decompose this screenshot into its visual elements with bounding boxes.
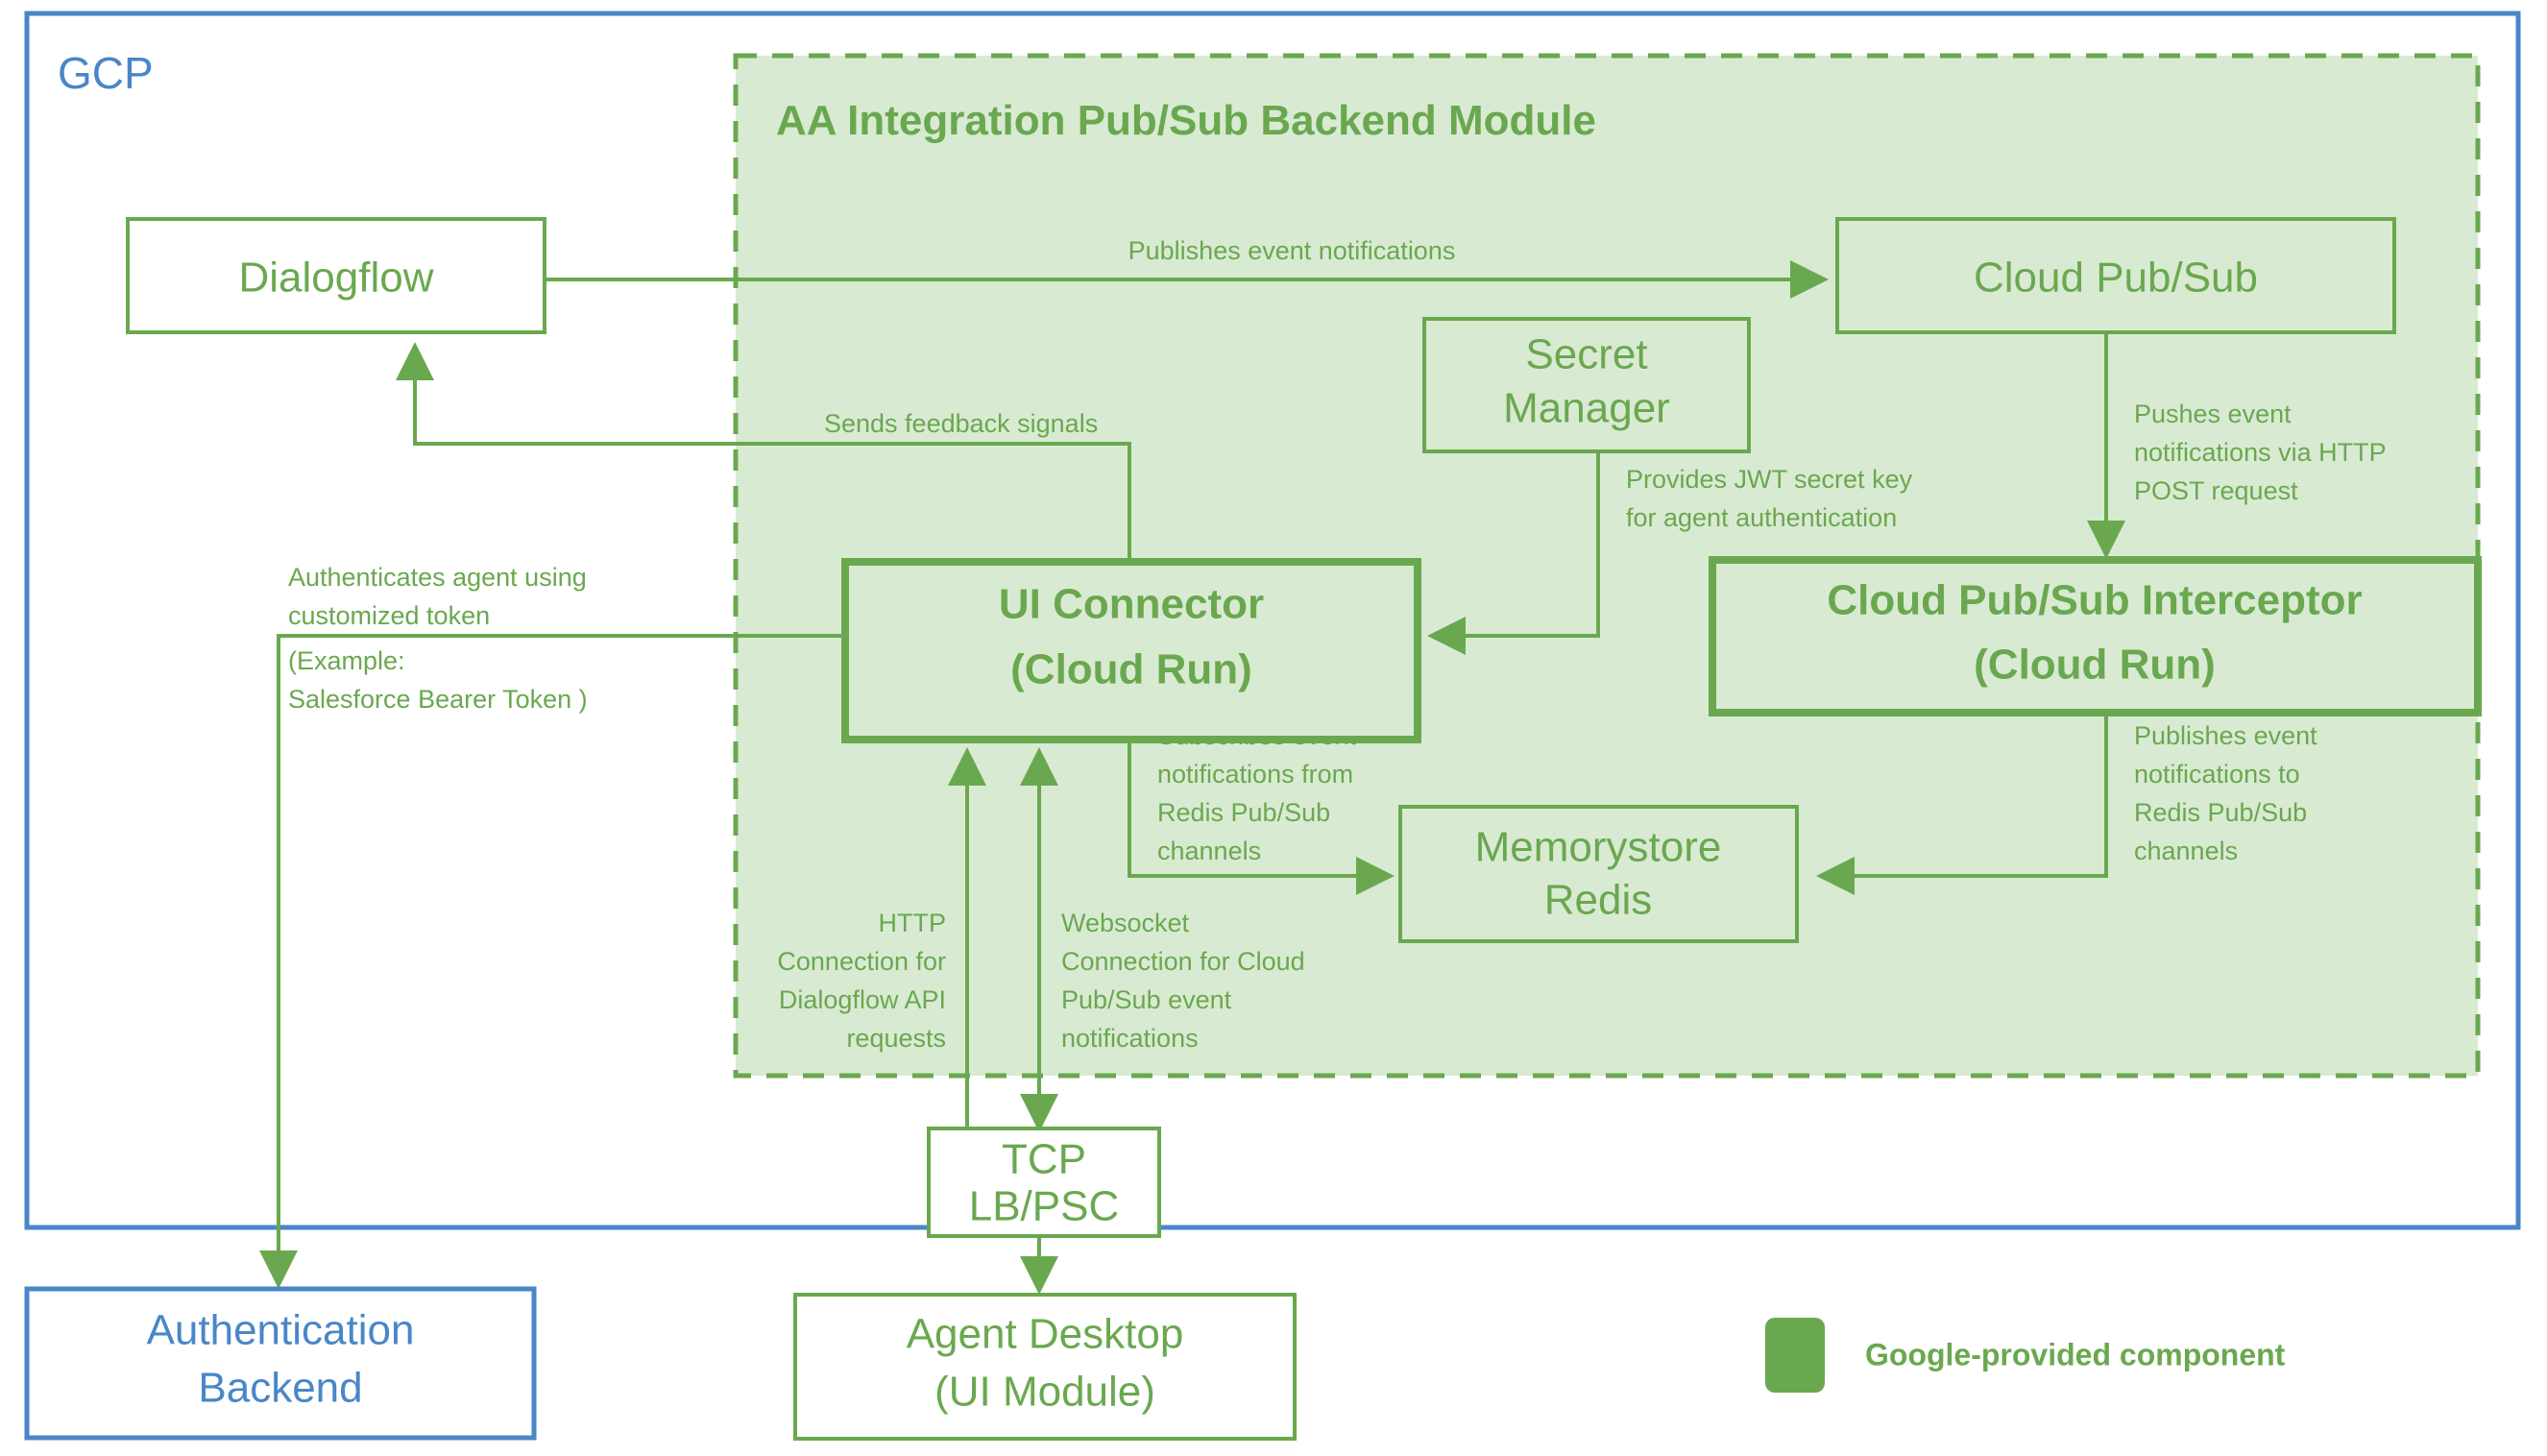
- gcp-label: GCP: [58, 48, 154, 98]
- edge-label-publishes-event-notifications: Publishes event notifications: [1128, 236, 1456, 265]
- edge-label-pushes-event-1: Pushes event: [2134, 400, 2292, 428]
- node-cloud-pubsub[interactable]: Cloud Pub/Sub: [1835, 217, 2396, 334]
- edge-label-pushes-event-2: notifications via HTTP: [2134, 438, 2387, 467]
- edge-label-subscribes-from-redis-4: channels: [1157, 837, 1261, 865]
- legend-swatch: [1765, 1318, 1825, 1393]
- edge-label-sends-feedback-signals: Sends feedback signals: [824, 409, 1098, 438]
- edge-label-provides-jwt-1: Provides JWT secret key: [1626, 465, 1913, 494]
- edge-label-publishes-to-redis-1: Publishes event: [2134, 721, 2317, 750]
- edge-label-subscribes-from-redis-2: notifications from: [1157, 760, 1353, 789]
- node-memorystore-redis[interactable]: Memorystore Redis: [1398, 805, 1799, 943]
- node-memorystore-label-1: Memorystore: [1475, 824, 1722, 871]
- node-memorystore-label-2: Redis: [1544, 877, 1653, 924]
- node-auth-backend-label-2: Backend: [198, 1365, 362, 1412]
- edge-provides-jwt: [1427, 451, 1600, 655]
- edge-label-http-connection-3: Dialogflow API: [779, 985, 946, 1014]
- edge-label-http-connection-1: HTTP: [879, 909, 947, 937]
- edge-label-provides-jwt-2: for agent authentication: [1626, 503, 1897, 532]
- node-ui-connector[interactable]: UI Connector (Cloud Run): [841, 558, 1421, 743]
- node-agent-desktop[interactable]: Agent Desktop (UI Module): [793, 1293, 1297, 1441]
- node-secret-manager-label-1: Secret: [1525, 331, 1647, 378]
- edge-label-authenticates-agent-2: customized token: [288, 601, 490, 630]
- edge-label-subscribes-from-redis-3: Redis Pub/Sub: [1157, 798, 1330, 827]
- module-title: AA Integration Pub/Sub Backend Module: [776, 97, 1596, 144]
- edge-label-pushes-event-3: POST request: [2134, 476, 2298, 505]
- edge-label-websocket-connection-3: Pub/Sub event: [1061, 985, 1232, 1014]
- edge-label-http-connection-4: requests: [846, 1024, 946, 1053]
- edge-label-authenticates-agent-3: (Example:: [288, 646, 405, 675]
- edge-label-websocket-connection-2: Connection for Cloud: [1061, 947, 1305, 976]
- node-cloud-pubsub-interceptor[interactable]: Cloud Pub/Sub Interceptor (Cloud Run): [1709, 556, 2482, 716]
- node-ui-connector-label-2: (Cloud Run): [1010, 646, 1252, 693]
- edge-label-publishes-to-redis-3: Redis Pub/Sub: [2134, 798, 2307, 827]
- edge-label-publishes-to-redis-2: notifications to: [2134, 760, 2300, 789]
- node-secret-manager-label-2: Manager: [1503, 385, 1670, 432]
- node-agent-desktop-label-2: (UI Module): [934, 1369, 1155, 1416]
- node-tcp-lb-label-1: TCP: [1002, 1136, 1086, 1183]
- node-auth-backend-label-1: Authentication: [147, 1307, 415, 1354]
- edge-sends-feedback-signals: [396, 342, 1131, 562]
- edge-label-http-connection-2: Connection for: [777, 947, 946, 976]
- node-interceptor-label-1: Cloud Pub/Sub Interceptor: [1827, 577, 2362, 624]
- legend: Google-provided component: [1765, 1318, 2286, 1393]
- node-ui-connector-label-1: UI Connector: [999, 581, 1264, 628]
- legend-label: Google-provided component: [1865, 1337, 2286, 1371]
- edge-label-authenticates-agent-4: Salesforce Bearer Token ): [288, 685, 588, 714]
- node-agent-desktop-label-1: Agent Desktop: [907, 1311, 1184, 1358]
- node-secret-manager[interactable]: Secret Manager: [1422, 317, 1751, 453]
- edge-label-websocket-connection-1: Websocket: [1061, 909, 1190, 937]
- node-interceptor-label-2: (Cloud Run): [1974, 642, 2216, 689]
- node-tcp-lb-psc[interactable]: TCP LB/PSC: [927, 1127, 1161, 1238]
- edge-label-authenticates-agent-1: Authenticates agent using: [288, 563, 587, 592]
- node-dialogflow-label: Dialogflow: [239, 255, 434, 302]
- edge-label-websocket-connection-4: notifications: [1061, 1024, 1199, 1053]
- edge-authenticates-agent: [259, 634, 845, 1289]
- edge-label-publishes-to-redis-4: channels: [2134, 837, 2238, 865]
- node-dialogflow[interactable]: Dialogflow: [126, 217, 546, 334]
- edge-subscribes-from-redis: [1128, 740, 1395, 895]
- edge-publishes-to-redis: [1816, 713, 2108, 895]
- node-authentication-backend[interactable]: Authentication Backend: [24, 1286, 537, 1441]
- node-cloud-pubsub-label: Cloud Pub/Sub: [1974, 255, 2258, 302]
- node-tcp-lb-label-2: LB/PSC: [969, 1183, 1120, 1230]
